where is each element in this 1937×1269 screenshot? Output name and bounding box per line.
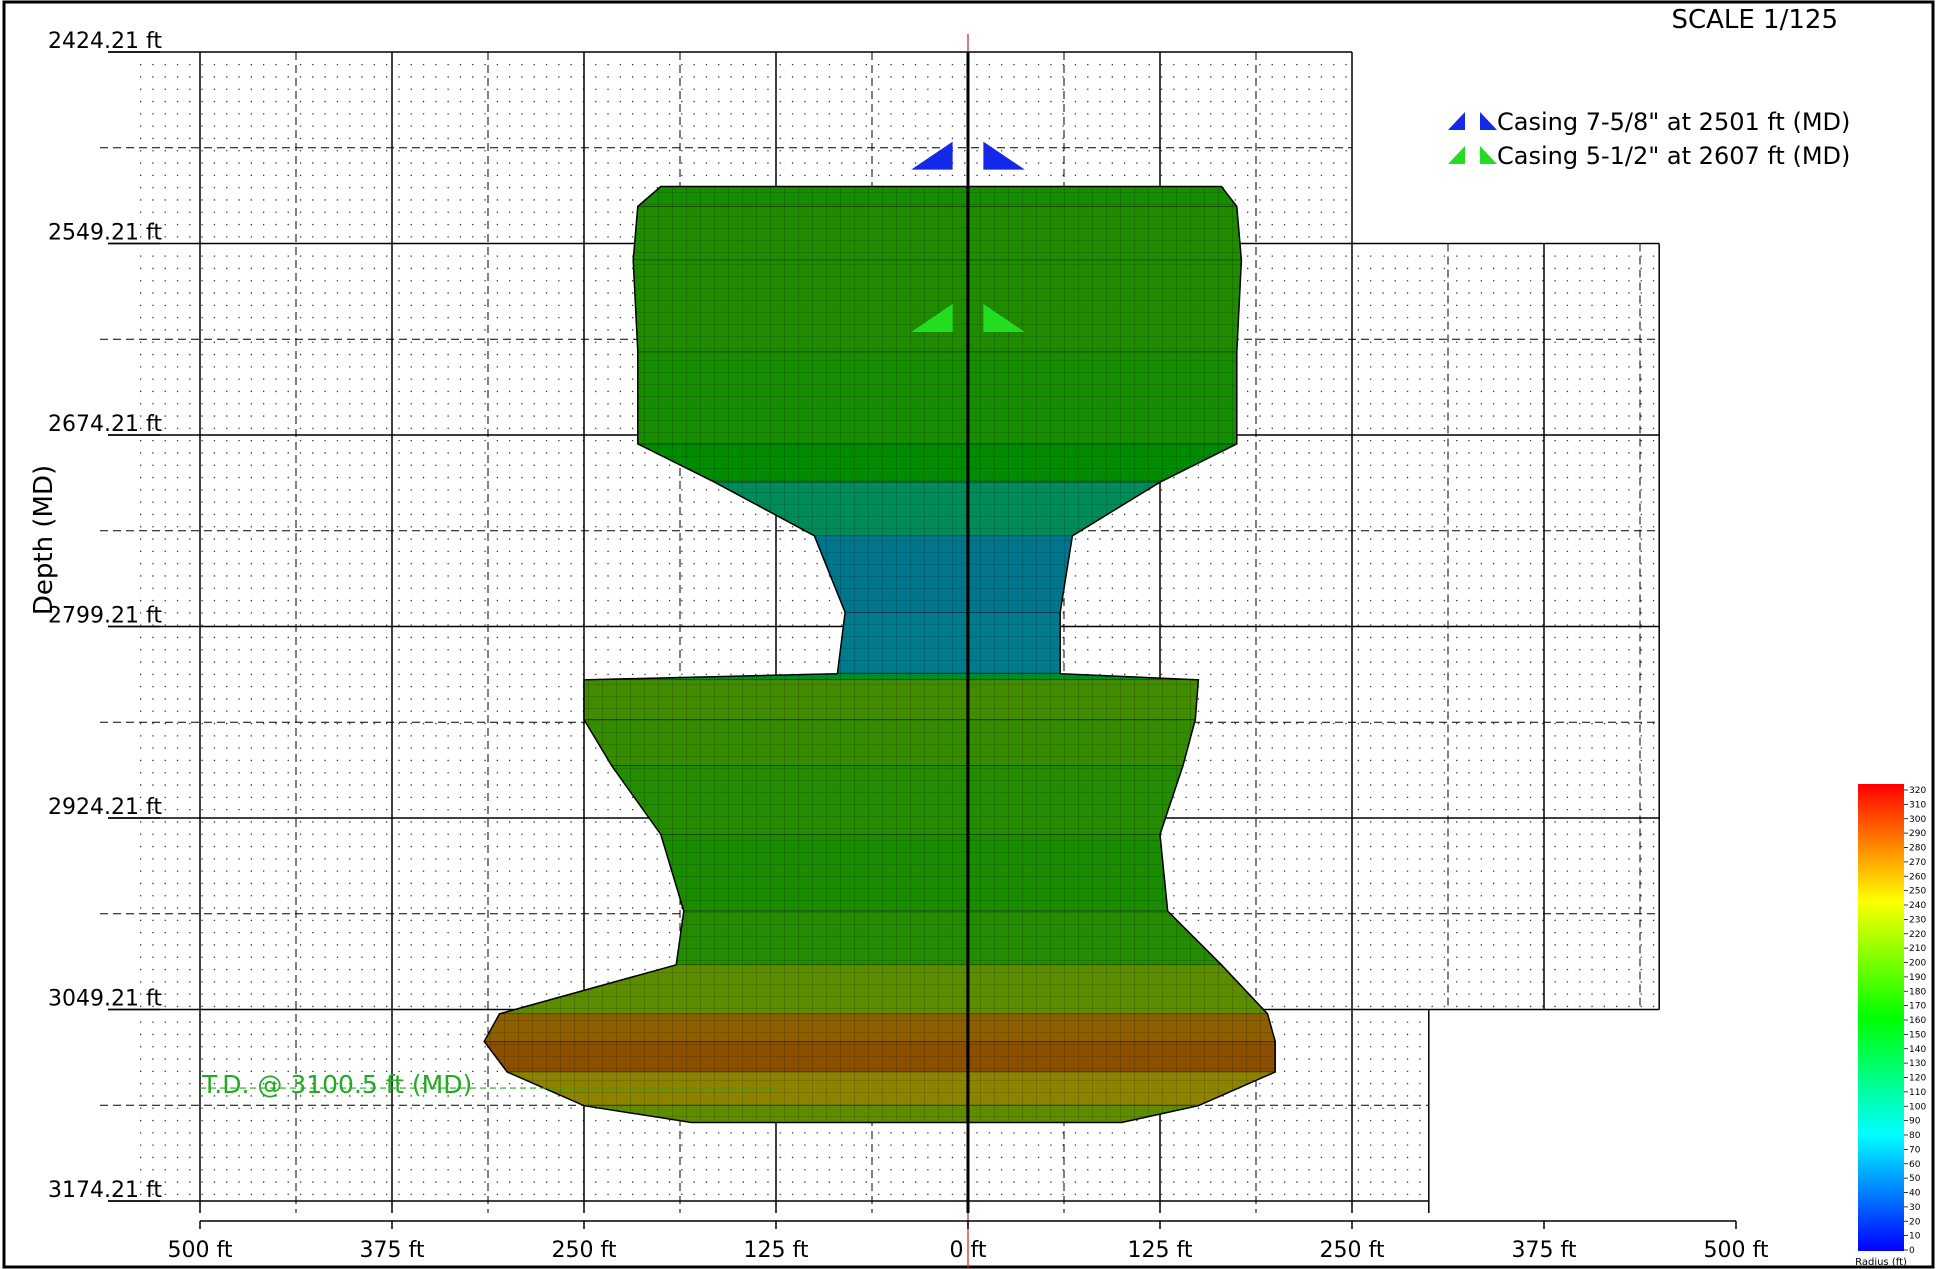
cavity-mesh xyxy=(583,679,1199,720)
colorbar-tick-label: 160 xyxy=(1909,1016,1926,1026)
y-tick-label: 2924.21 ft xyxy=(48,795,162,820)
colorbar-tick-label: 320 xyxy=(1909,786,1926,796)
y-tick-label: 2424.21 ft xyxy=(48,29,162,54)
x-tick-label: 125 ft xyxy=(1128,1238,1193,1263)
cavity-mesh xyxy=(632,259,1242,353)
legend-marker-right xyxy=(1480,146,1497,164)
cavity-outline xyxy=(483,185,1276,1124)
colorbar-tick-label: 130 xyxy=(1909,1059,1926,1069)
colorbar-tick-label: 70 xyxy=(1909,1145,1921,1155)
x-tick-label: 375 ft xyxy=(1512,1238,1577,1263)
colorbar-tick-label: 20 xyxy=(1909,1217,1921,1227)
annotations: Casing 7-5/8" at 2501 ft (MD) Casing 5-1/… xyxy=(200,108,1850,1099)
colorbar-gradient xyxy=(1858,784,1904,1251)
cavity-mesh xyxy=(499,964,1269,1015)
colorbar-tick-label: 150 xyxy=(1909,1030,1926,1040)
cavity-mesh xyxy=(483,1013,1276,1042)
colorbar-tick-label: 50 xyxy=(1909,1174,1921,1184)
colorbar-tick-label: 240 xyxy=(1909,901,1926,911)
scale-label: SCALE 1/125 xyxy=(1671,5,1838,35)
cavity-mesh xyxy=(714,481,1162,537)
y-tick-label: 2799.21 ft xyxy=(48,604,162,629)
colorbar-tick-label: 10 xyxy=(1909,1232,1921,1242)
cavity-mesh xyxy=(837,612,1061,675)
colorbar-tick-label: 110 xyxy=(1909,1088,1926,1098)
colorbar-tick-label: 80 xyxy=(1909,1131,1921,1141)
casing-marker-right xyxy=(983,304,1025,333)
x-tick-label: 125 ft xyxy=(744,1238,809,1263)
cavity-mesh xyxy=(583,719,1196,766)
casing-marker-left xyxy=(911,304,953,333)
colorbar-tick-label: 100 xyxy=(1909,1102,1926,1112)
cavity-shape xyxy=(483,185,1276,1124)
colorbar-tick-label: 250 xyxy=(1909,887,1926,897)
cavity-mesh xyxy=(583,673,1199,681)
x-tick-label: 250 ft xyxy=(552,1238,617,1263)
cavity-mesh xyxy=(637,443,1237,483)
x-tick-label: 375 ft xyxy=(360,1238,425,1263)
colorbar-tick-label: 290 xyxy=(1909,829,1926,839)
y-axis-label: Depth (MD) xyxy=(29,465,59,615)
colorbar-tick-label: 90 xyxy=(1909,1117,1921,1127)
colorbar-tick-label: 0 xyxy=(1909,1246,1915,1256)
colorbar-tick-label: 170 xyxy=(1909,1002,1926,1012)
cavity-mesh xyxy=(636,186,1238,207)
colorbar-tick-label: 220 xyxy=(1909,930,1926,940)
legend-label: Casing 7-5/8" at 2501 ft (MD) xyxy=(1497,108,1850,136)
colorbar-tick-label: 190 xyxy=(1909,973,1926,983)
cavity-mesh xyxy=(611,765,1184,835)
colorbar-tick-label: 270 xyxy=(1909,858,1926,868)
colorbar-tick-label: 210 xyxy=(1909,944,1926,954)
y-tick-label: 3174.21 ft xyxy=(48,1178,162,1203)
colorbar-tick-label: 310 xyxy=(1909,800,1926,810)
legend-marker-left xyxy=(1448,112,1465,130)
colorbar-tick-label: 140 xyxy=(1909,1045,1926,1055)
legend-marker-right xyxy=(1480,112,1497,130)
colorbar-tick-label: 230 xyxy=(1909,915,1926,925)
casing-marker-right xyxy=(983,141,1025,170)
cavity-mesh xyxy=(483,1041,1276,1073)
cavity-mesh xyxy=(813,535,1073,613)
colorbar-tick-label: 40 xyxy=(1909,1189,1921,1199)
cavity-mesh xyxy=(637,351,1238,445)
y-tick-label: 2674.21 ft xyxy=(48,412,162,437)
axes: 500 ft 375 ft 250 ft 125 ft 0 ft 125 ft 250 ft… xyxy=(48,29,1769,1269)
colorbar-ticks: 3203103002902802702602502402302202102001… xyxy=(1904,786,1926,1256)
cavity-mesh xyxy=(632,206,1242,261)
td-label: T.D. @ 3100.5 ft (MD) xyxy=(201,1070,472,1099)
colorbar-tick-label: 300 xyxy=(1909,815,1926,825)
colorbar-tick-label: 120 xyxy=(1909,1074,1926,1084)
colorbar-tick-label: 200 xyxy=(1909,959,1926,969)
colorbar-tick-label: 280 xyxy=(1909,844,1926,854)
x-tick-label: 250 ft xyxy=(1320,1238,1385,1263)
x-tick-label: 0 ft xyxy=(950,1238,987,1263)
x-tick-label: 500 ft xyxy=(168,1238,233,1263)
casing-marker-left xyxy=(911,141,953,170)
legend-label: Casing 5-1/2" at 2607 ft (MD) xyxy=(1497,142,1850,170)
x-tick-label: 500 ft xyxy=(1704,1238,1769,1263)
y-tick-label: 3049.21 ft xyxy=(48,987,162,1012)
legend-marker-left xyxy=(1448,146,1465,164)
cavity-mesh xyxy=(660,834,1169,912)
y-tick-label: 2549.21 ft xyxy=(48,221,162,246)
colorbar-tick-label: 180 xyxy=(1909,987,1926,997)
colorbar-tick-label: 260 xyxy=(1909,872,1926,882)
cavity-mesh xyxy=(507,1071,1276,1106)
colorbar-label: Radius (ft) xyxy=(1855,1257,1907,1268)
cavity-mesh xyxy=(675,910,1223,966)
colorbar: 3203103002902802702602502402302202102001… xyxy=(1855,784,1926,1268)
colorbar-tick-label: 60 xyxy=(1909,1160,1921,1170)
colorbar-tick-label: 30 xyxy=(1909,1203,1921,1213)
